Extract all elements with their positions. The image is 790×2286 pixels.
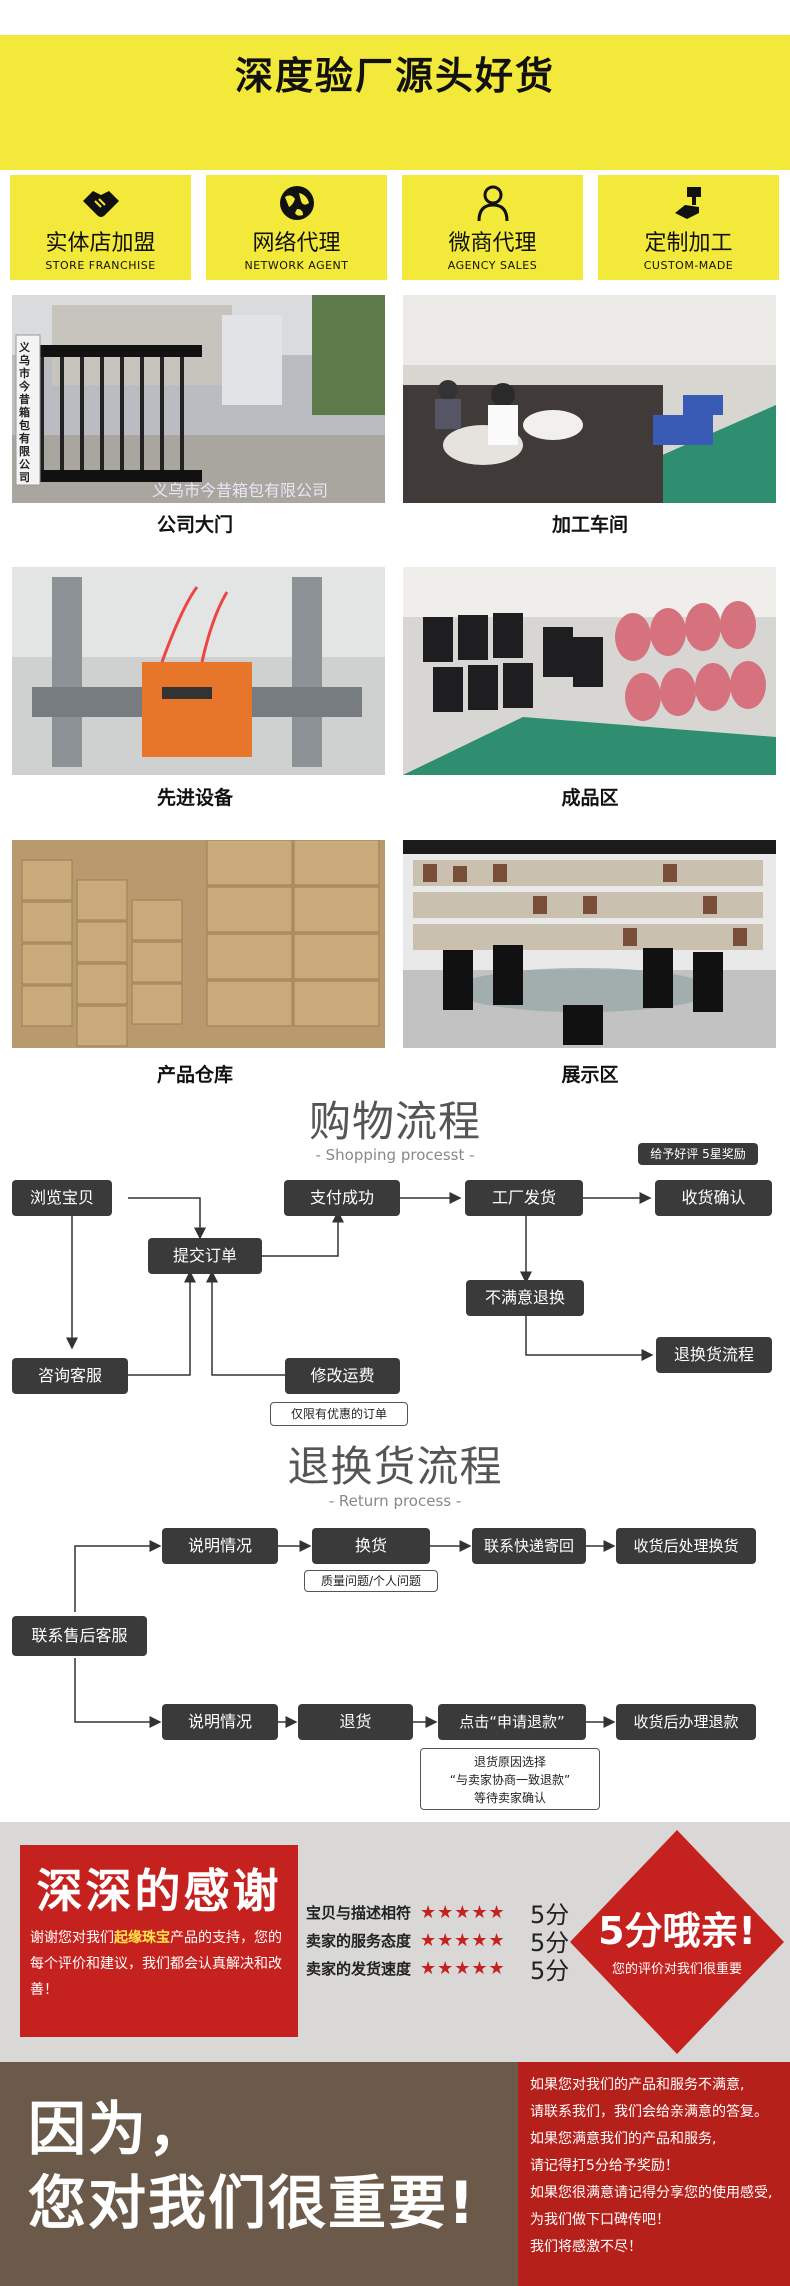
flow-note-discount-only: 仅限有优惠的订单 xyxy=(270,1402,408,1426)
rating-stars: ★★★★★ xyxy=(420,1901,506,1923)
bottom-headline-line: 因为， xyxy=(28,2095,209,2163)
service-sublabel: STORE FRANCHISE xyxy=(45,259,156,272)
photo-caption: 展示区 xyxy=(561,1064,619,1086)
bottom-message: 如果您对我们的产品和服务不满意, 请联系我们，我们会给亲满意的答复。 如果您满意… xyxy=(530,2072,786,2261)
service-agency-sales[interactable]: 微商代理 AGENCY SALES xyxy=(402,175,583,280)
service-store-franchise[interactable]: 实体店加盟 STORE FRANCHISE xyxy=(10,175,191,280)
flow-note-review-reward: 给予好评 5星奖励 xyxy=(638,1143,758,1165)
service-label: 定制加工 xyxy=(644,231,733,256)
flow-node-process-refund: 收货后办理退款 xyxy=(616,1704,756,1740)
shopping-flow-connectors xyxy=(66,1192,654,1376)
return-flow-title: 退换货流程 xyxy=(287,1442,503,1491)
rating-score: 5分 xyxy=(530,1900,570,1929)
flow-note-refund-reason: 退货原因选择 “与卖家协商一致退款” 等待卖家确认 xyxy=(420,1748,600,1810)
service-label: 网络代理 xyxy=(252,231,341,256)
bottom-message-panel xyxy=(518,2062,790,2286)
flow-node-explain-exchange: 说明情况 xyxy=(162,1528,278,1564)
flow-node-browse: 浏览宝贝 xyxy=(12,1180,112,1216)
flow-node-submit-order: 提交订单 xyxy=(148,1238,262,1274)
photo-warehouse xyxy=(12,840,385,1048)
refund-note-line: 退货原因选择 xyxy=(473,1755,546,1769)
service-label: 微商代理 xyxy=(448,231,537,256)
photo-showroom xyxy=(403,840,776,1048)
thanks-text-pre: 谢谢您对我们 xyxy=(30,1930,114,1946)
rating-label: 卖家的发货速度 xyxy=(306,1959,412,1978)
handshake-icon xyxy=(10,183,191,223)
flow-node-refund: 退货 xyxy=(298,1704,413,1740)
rating-stars: ★★★★★ xyxy=(420,1929,506,1951)
hand-tool-icon xyxy=(598,183,779,223)
service-sublabel: CUSTOM-MADE xyxy=(643,259,734,272)
flow-node-unsatisfied-return: 不满意退换 xyxy=(466,1280,584,1316)
flow-note-exchange-reason: 质量问题/个人问题 xyxy=(304,1570,438,1592)
photo-finished-goods xyxy=(403,567,776,775)
rating-stars: ★★★★★ xyxy=(420,1957,506,1979)
service-label: 实体店加盟 xyxy=(45,231,156,256)
return-flow-subtitle: - Return process - xyxy=(328,1492,462,1510)
flow-node-payment-success: 支付成功 xyxy=(284,1180,400,1216)
flow-node-factory-ship: 工厂发货 xyxy=(465,1180,583,1216)
score-badge-title: 5分哦亲! xyxy=(598,1909,756,1953)
flow-node-express-return: 联系快递寄回 xyxy=(472,1528,586,1564)
photo-equipment xyxy=(12,567,385,775)
service-sublabel: NETWORK AGENT xyxy=(244,259,349,272)
thanks-title: 深深的感谢 xyxy=(36,1864,282,1918)
thanks-panel xyxy=(20,1845,298,2037)
rating-row: 卖家的发货速度 ★★★★★ 5分 xyxy=(306,1954,576,1985)
shopping-flow-title: 购物流程 xyxy=(308,1097,481,1146)
flow-node-contact-aftersales: 联系售后客服 xyxy=(12,1616,147,1656)
photo-workshop xyxy=(403,295,776,503)
bottom-message-line: 请联系我们，我们会给亲满意的答复。 xyxy=(530,2104,768,2120)
service-sublabel: AGENCY SALES xyxy=(447,259,538,272)
bottom-message-line: 如果您对我们的产品和服务不满意, xyxy=(530,2077,745,2093)
refund-note-line: 等待卖家确认 xyxy=(473,1791,546,1805)
thanks-text-post: 产品的支持，您的每个评价和建议，我们都会认真解决和改善！ xyxy=(30,1930,282,1998)
flow-node-consult-service: 咨询客服 xyxy=(12,1358,128,1394)
photo-caption: 加工车间 xyxy=(551,514,628,536)
photo-watermark: 义乌市今昔箱包有限公司 xyxy=(152,481,329,500)
photo-caption: 公司大门 xyxy=(156,514,233,536)
refund-note-line: “与卖家协商一致退款” xyxy=(449,1773,571,1787)
rating-label: 卖家的服务态度 xyxy=(306,1931,412,1950)
photo-caption: 成品区 xyxy=(561,787,619,809)
person-icon xyxy=(402,183,583,223)
flow-node-process-exchange: 收货后处理换货 xyxy=(616,1528,756,1564)
rating-row: 宝贝与描述相符 ★★★★★ 5分 xyxy=(306,1898,576,1929)
score-badge-subtitle: 您的评价对我们很重要 xyxy=(611,1962,742,1977)
gate-sign: 义乌市今昔箱包有限公司 xyxy=(19,341,30,484)
rating-row: 卖家的服务态度 ★★★★★ 5分 xyxy=(306,1926,576,1957)
flow-node-apply-refund: 点击“申请退款” xyxy=(438,1704,586,1740)
photo-caption: 先进设备 xyxy=(156,787,233,809)
photo-caption: 产品仓库 xyxy=(156,1064,233,1086)
score-badge-diamond xyxy=(570,1830,784,2054)
bottom-message-line: 请记得打5分给予奖励！ xyxy=(530,2158,679,2174)
thanks-brand: 起缘珠宝 xyxy=(114,1930,170,1946)
globe-icon xyxy=(206,183,387,223)
bottom-headline: 因为， 您对我们很重要! xyxy=(28,2092,498,2240)
flow-node-exchange: 换货 xyxy=(312,1528,430,1564)
banner-curve xyxy=(0,110,790,160)
page-title: 深度验厂源头好货 xyxy=(234,54,555,98)
thanks-text: 谢谢您对我们起缘珠宝产品的支持，您的每个评价和建议，我们都会认真解决和改善！ xyxy=(30,1925,288,2003)
service-custom-made[interactable]: 定制加工 CUSTOM-MADE xyxy=(598,175,779,280)
flow-node-return-process: 退换货流程 xyxy=(656,1337,772,1373)
bottom-message-line: 为我们做下口碑传吧！ xyxy=(530,2212,670,2228)
service-network-agent[interactable]: 网络代理 NETWORK AGENT xyxy=(206,175,387,280)
flow-node-modify-shipping: 修改运费 xyxy=(285,1358,400,1394)
flow-node-explain-refund: 说明情况 xyxy=(162,1704,278,1740)
ratings-list: 宝贝与描述相符 ★★★★★ 5分 卖家的服务态度 ★★★★★ 5分 卖家的发货速… xyxy=(306,1898,576,1985)
bottom-message-line: 如果您很满意请记得分享您的使用感受, xyxy=(530,2185,773,2201)
photo-company-gate: 义乌市今昔箱包有限公司 义乌市今昔箱包有限公司 xyxy=(12,295,385,503)
rating-label: 宝贝与描述相符 xyxy=(306,1903,412,1922)
bottom-message-line: 我们将感激不尽！ xyxy=(530,2239,642,2255)
rating-score: 5分 xyxy=(530,1956,570,1985)
rating-score: 5分 xyxy=(530,1928,570,1957)
return-flow-connectors xyxy=(74,1540,616,1728)
bottom-message-line: 如果您满意我们的产品和服务, xyxy=(530,2131,717,2147)
shopping-flow-subtitle: - Shopping processt - xyxy=(315,1146,475,1164)
bottom-headline-line: 您对我们很重要! xyxy=(28,2169,477,2237)
flow-node-confirm-receipt: 收货确认 xyxy=(655,1180,772,1216)
